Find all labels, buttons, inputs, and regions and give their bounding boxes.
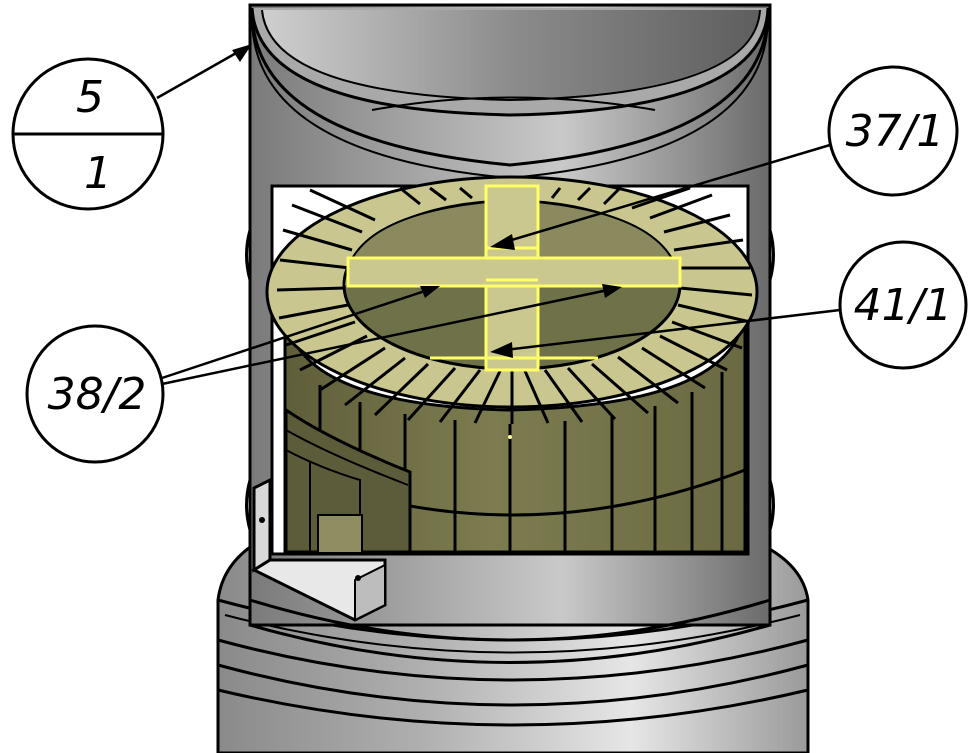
cross-bricks <box>346 184 682 372</box>
callout-37-1-label: 37/1 <box>846 106 945 157</box>
callout-41-1: 41/1 <box>490 240 968 370</box>
callout-38-2: 38/2 <box>25 284 622 464</box>
callout-5-1-top: 5 <box>76 72 104 123</box>
door-assembly <box>250 407 412 622</box>
callout-5-1-bottom: 1 <box>84 148 112 199</box>
tube-top-opening <box>250 7 770 180</box>
centre-mark <box>508 435 512 439</box>
callout-5-1: 5 1 <box>11 44 252 211</box>
brick-joints <box>276 186 753 424</box>
callout-38-2-label: 38/2 <box>48 369 147 420</box>
callout-41-1-label: 41/1 <box>854 280 953 331</box>
callout-37-1: 37/1 <box>490 65 959 250</box>
